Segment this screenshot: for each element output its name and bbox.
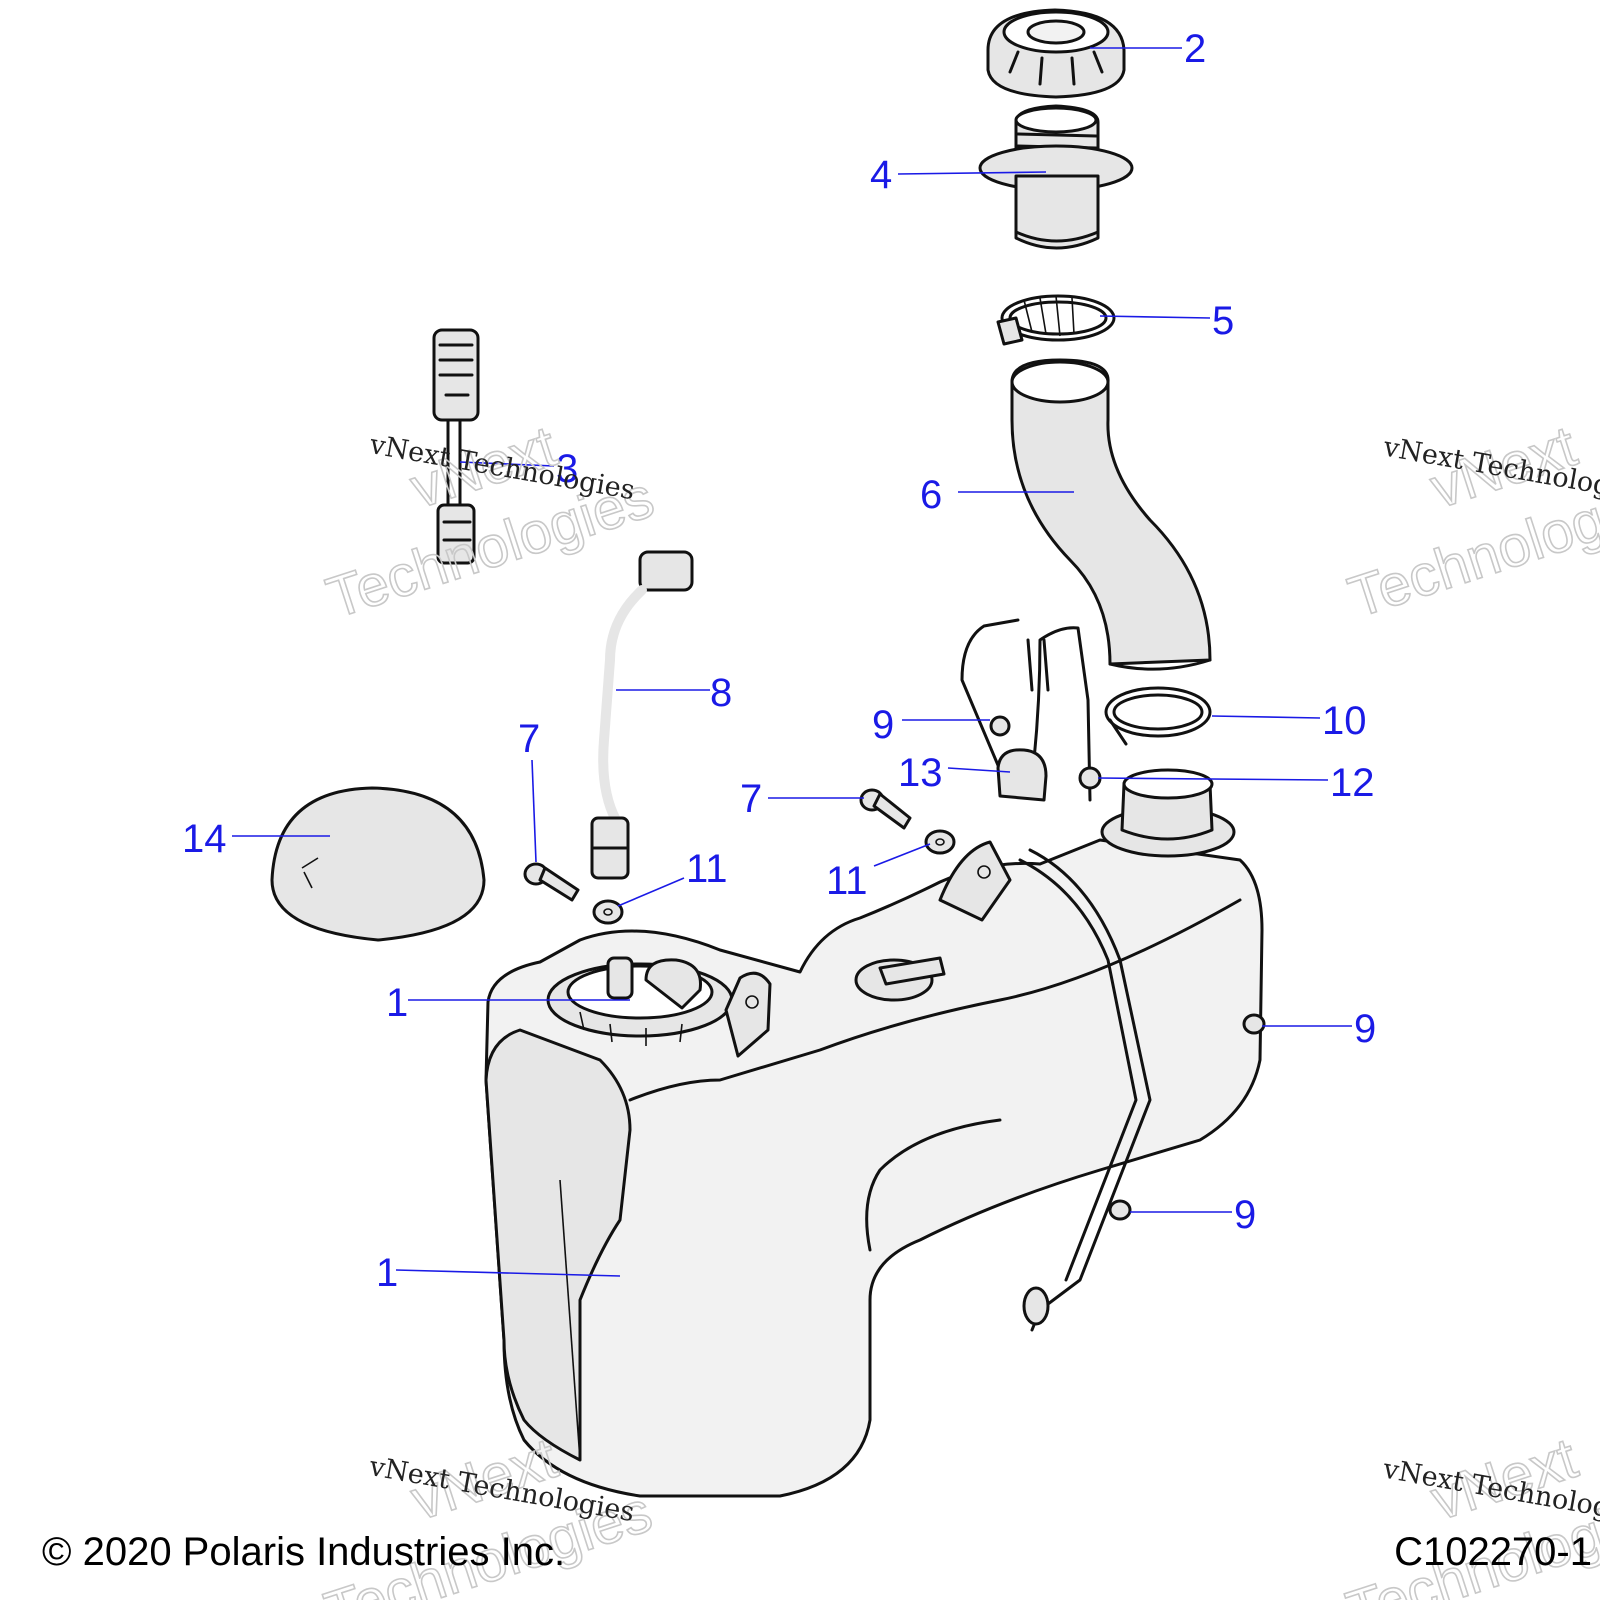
callout-7-right: 7 xyxy=(740,777,762,821)
watermark-top-right: vNext Technologies vNext Technologies xyxy=(1340,413,1600,631)
bolt-left-part xyxy=(523,862,580,902)
callout-8: 8 xyxy=(710,671,732,715)
callout-12: 12 xyxy=(1330,761,1375,805)
fuel-cap-part xyxy=(986,8,1126,99)
callout-10: 10 xyxy=(1322,699,1367,743)
washer-left-part xyxy=(592,899,624,925)
clamp-ring-part xyxy=(1104,686,1212,746)
nut-right-mid-part xyxy=(1242,1013,1266,1035)
callout-1-upper: 1 xyxy=(386,981,408,1025)
callout-11-right: 11 xyxy=(826,859,868,903)
dome-cover-part xyxy=(270,786,486,942)
callout-5: 5 xyxy=(1212,299,1234,343)
callout-7-left: 7 xyxy=(518,717,540,761)
callout-4: 4 xyxy=(870,153,892,197)
callout-14: 14 xyxy=(182,817,227,861)
vent-line-part xyxy=(590,550,694,880)
callout-9-upper: 9 xyxy=(872,703,894,747)
callout-9-mid: 9 xyxy=(1354,1007,1376,1051)
small-bolt-part xyxy=(1078,766,1102,790)
watermark-top-left: vNext Technologies vNext Technologies xyxy=(318,413,662,632)
fuel-tank-body-part xyxy=(484,768,1264,1498)
filler-hose-part xyxy=(1010,358,1212,671)
filler-neck-part xyxy=(978,104,1134,250)
callout-1-lower: 1 xyxy=(376,1251,398,1295)
hose-clamp-part xyxy=(996,294,1116,346)
nut-upper-part xyxy=(989,715,1011,737)
callout-2: 2 xyxy=(1184,27,1206,71)
callout-6: 6 xyxy=(920,473,942,517)
nut-right-low-part xyxy=(1108,1199,1132,1221)
callout-numbers: 2 4 5 3 6 8 7 9 10 13 12 7 14 11 11 1 9 … xyxy=(182,27,1376,1295)
callout-9-low: 9 xyxy=(1234,1193,1256,1237)
callout-3: 3 xyxy=(556,447,578,491)
washer-right-part xyxy=(924,829,956,855)
leader-lines xyxy=(232,47,1352,1277)
callout-11-left: 11 xyxy=(686,847,728,891)
copyright-notice: © 2020 Polaris Industries Inc. xyxy=(42,1530,566,1574)
callout-13: 13 xyxy=(898,751,943,795)
figure-id: C102270-1 xyxy=(1394,1530,1592,1574)
vent-tube-assembly-part xyxy=(960,618,1092,802)
bolt-right-part xyxy=(859,788,912,830)
wiring-harness-part xyxy=(432,328,480,565)
